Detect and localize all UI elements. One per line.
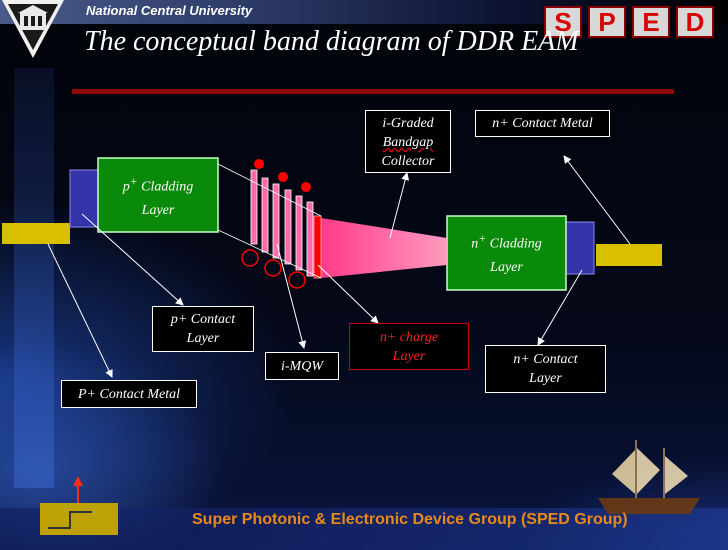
n-cladding-label: n+ Cladding Layer: [471, 232, 542, 275]
arrow-n-contact-layer: [537, 269, 583, 346]
hole-2: [264, 259, 282, 277]
sped-letter-e: E: [632, 6, 670, 38]
sped-letter-d: D: [676, 6, 714, 38]
arrow-n-charge: [317, 264, 379, 324]
electron-1: [254, 159, 264, 169]
mqw-well-6: [306, 201, 314, 277]
arrow-p-contact-metal: [47, 243, 113, 378]
arrow-i-mqw: [276, 243, 307, 349]
electron-2: [278, 172, 288, 182]
arrow-n-contact-metal: [563, 155, 631, 245]
n-contact-layer-label: n+ Contact Layer: [485, 345, 606, 393]
title-rule: [72, 89, 674, 94]
arrow-p-contact-layer: [81, 213, 184, 306]
footer-band: [0, 508, 728, 550]
sailing-ship-decoration: [598, 440, 700, 514]
p-cladding-label: p+ Cladding Layer: [122, 175, 194, 218]
mqw-well-4: [284, 189, 292, 265]
mqw-well-3: [272, 183, 280, 259]
sped-letter-p: P: [588, 6, 626, 38]
left-decor-bar: [14, 68, 54, 488]
n-contact-layer-block: [565, 221, 595, 275]
electron-3: [301, 182, 311, 192]
page-title: The conceptual band diagram of DDR EAM: [84, 26, 579, 57]
p-contact-metal-label: P+ Contact Metal: [61, 380, 197, 408]
university-logo: [2, 0, 64, 60]
n-contact-metal-label: n+ Contact Metal: [475, 110, 610, 137]
hole-3: [288, 271, 306, 289]
mqw-well-1: [250, 169, 258, 245]
p-contact-layer-label: p+ Contact Layer: [152, 306, 254, 352]
footer-group-name: Super Photonic & Electronic Device Group…: [192, 511, 628, 528]
sped-letter-s: S: [544, 6, 582, 38]
p-contact-metal-bar: [2, 223, 70, 244]
p-cladding-block: [97, 157, 219, 233]
graded-collector-label: i-Graded Bandgap Collector: [365, 110, 451, 173]
mqw-well-5: [295, 195, 303, 271]
n-charge-layer-block: [313, 215, 322, 279]
hole-1: [241, 249, 259, 267]
university-name: National Central University: [86, 3, 253, 18]
graded-collector-shape: [321, 218, 447, 278]
device-icon: [40, 476, 118, 535]
n-cladding-block: [446, 215, 567, 291]
n-contact-metal-bar: [596, 244, 662, 266]
p-contact-layer-block: [69, 169, 99, 228]
arrow-graded: [389, 172, 410, 239]
n-charge-layer-label: n+ charge Layer: [349, 323, 469, 370]
i-mqw-label: i-MQW: [265, 352, 339, 380]
